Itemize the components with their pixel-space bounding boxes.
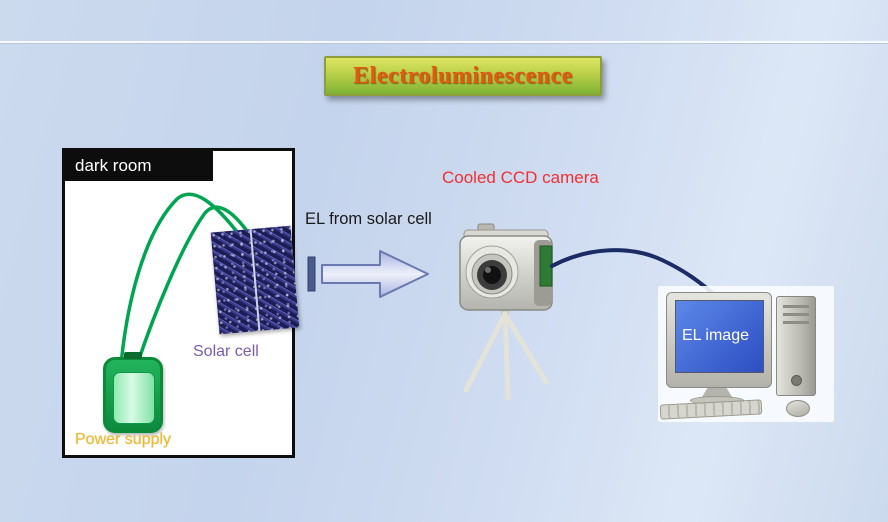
monitor-screen: EL image (675, 300, 764, 373)
tower-slot (783, 313, 809, 316)
lens-icon (465, 245, 519, 299)
title-banner: Electroluminescence (324, 56, 602, 96)
tripod-icon (463, 306, 549, 401)
ccd-camera-image (459, 223, 553, 401)
power-supply-icon (103, 352, 163, 433)
monitor-stand (702, 388, 732, 397)
slide-title: Electroluminescence (353, 62, 573, 89)
tower-slot (783, 305, 809, 308)
tower-slot (783, 321, 809, 324)
keyboard-icon (659, 399, 763, 420)
dark-room-box: dark room Solar cell Power supply (62, 148, 300, 458)
tower-icon (776, 296, 816, 396)
power-supply-label: Power supply (75, 431, 172, 448)
solar-cell-label: Solar cell (193, 343, 259, 360)
solar-panel-right (251, 225, 300, 331)
divider-line (0, 41, 888, 44)
block-arrow-icon (307, 250, 429, 298)
camera-label: Cooled CCD camera (442, 168, 599, 187)
arrow-label: EL from solar cell (305, 210, 432, 228)
power-supply-body (113, 372, 155, 424)
monitor-icon: EL image (666, 292, 772, 388)
dark-room-label: dark room (65, 151, 213, 181)
solar-cell-image (210, 225, 300, 335)
el-image-label: EL image (682, 327, 749, 344)
mouse-icon (786, 400, 810, 417)
computer-image: EL image (658, 286, 834, 422)
solar-panel-left (210, 229, 259, 335)
tower-power-button (791, 375, 802, 386)
wires-graphic (119, 192, 257, 367)
